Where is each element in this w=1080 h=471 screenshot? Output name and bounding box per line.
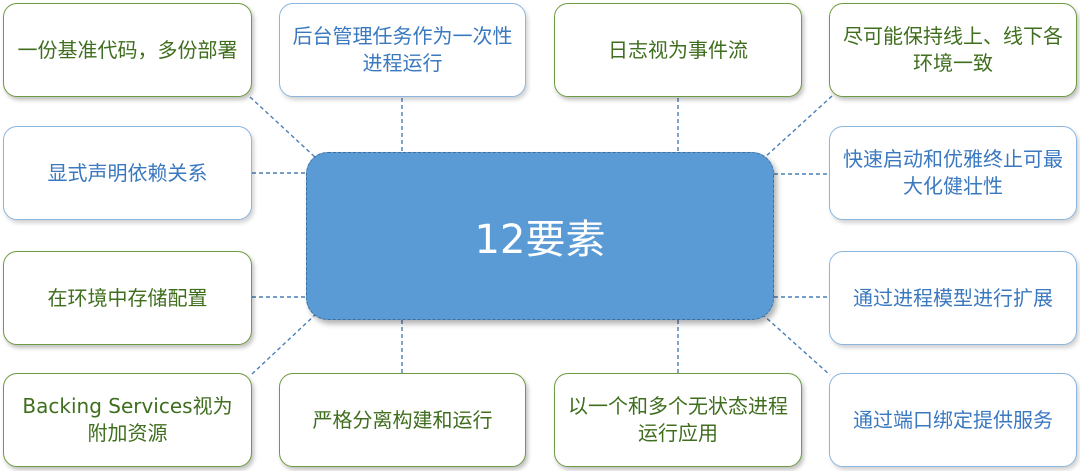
link-11	[761, 313, 831, 376]
topic-admin-processes: 后台管理任务作为一次性进程运行	[279, 3, 526, 97]
link-3	[763, 95, 833, 159]
link-0	[249, 96, 317, 159]
topic-disposability: 快速启动和优雅终止可最大化健壮性	[829, 126, 1077, 220]
topic-processes: 以一个和多个无状态进程运行应用	[554, 373, 802, 467]
topic-dev-prod-parity: 尽可能保持线上、线下各环境一致	[829, 3, 1077, 97]
topic-concurrency: 通过进程模型进行扩展	[829, 251, 1077, 345]
link-8	[251, 313, 317, 375]
central-topic: 12要素	[306, 152, 774, 320]
topic-build-release-run: 严格分离构建和运行	[279, 373, 526, 467]
topic-dependencies: 显式声明依赖关系	[3, 126, 252, 220]
topic-port-binding: 通过端口绑定提供服务	[829, 373, 1077, 467]
topic-logs: 日志视为事件流	[554, 3, 802, 97]
topic-backing-services: Backing Services视为附加资源	[3, 373, 252, 467]
topic-config: 在环境中存储配置	[3, 251, 252, 345]
topic-codebase: 一份基准代码，多份部署	[3, 3, 252, 97]
